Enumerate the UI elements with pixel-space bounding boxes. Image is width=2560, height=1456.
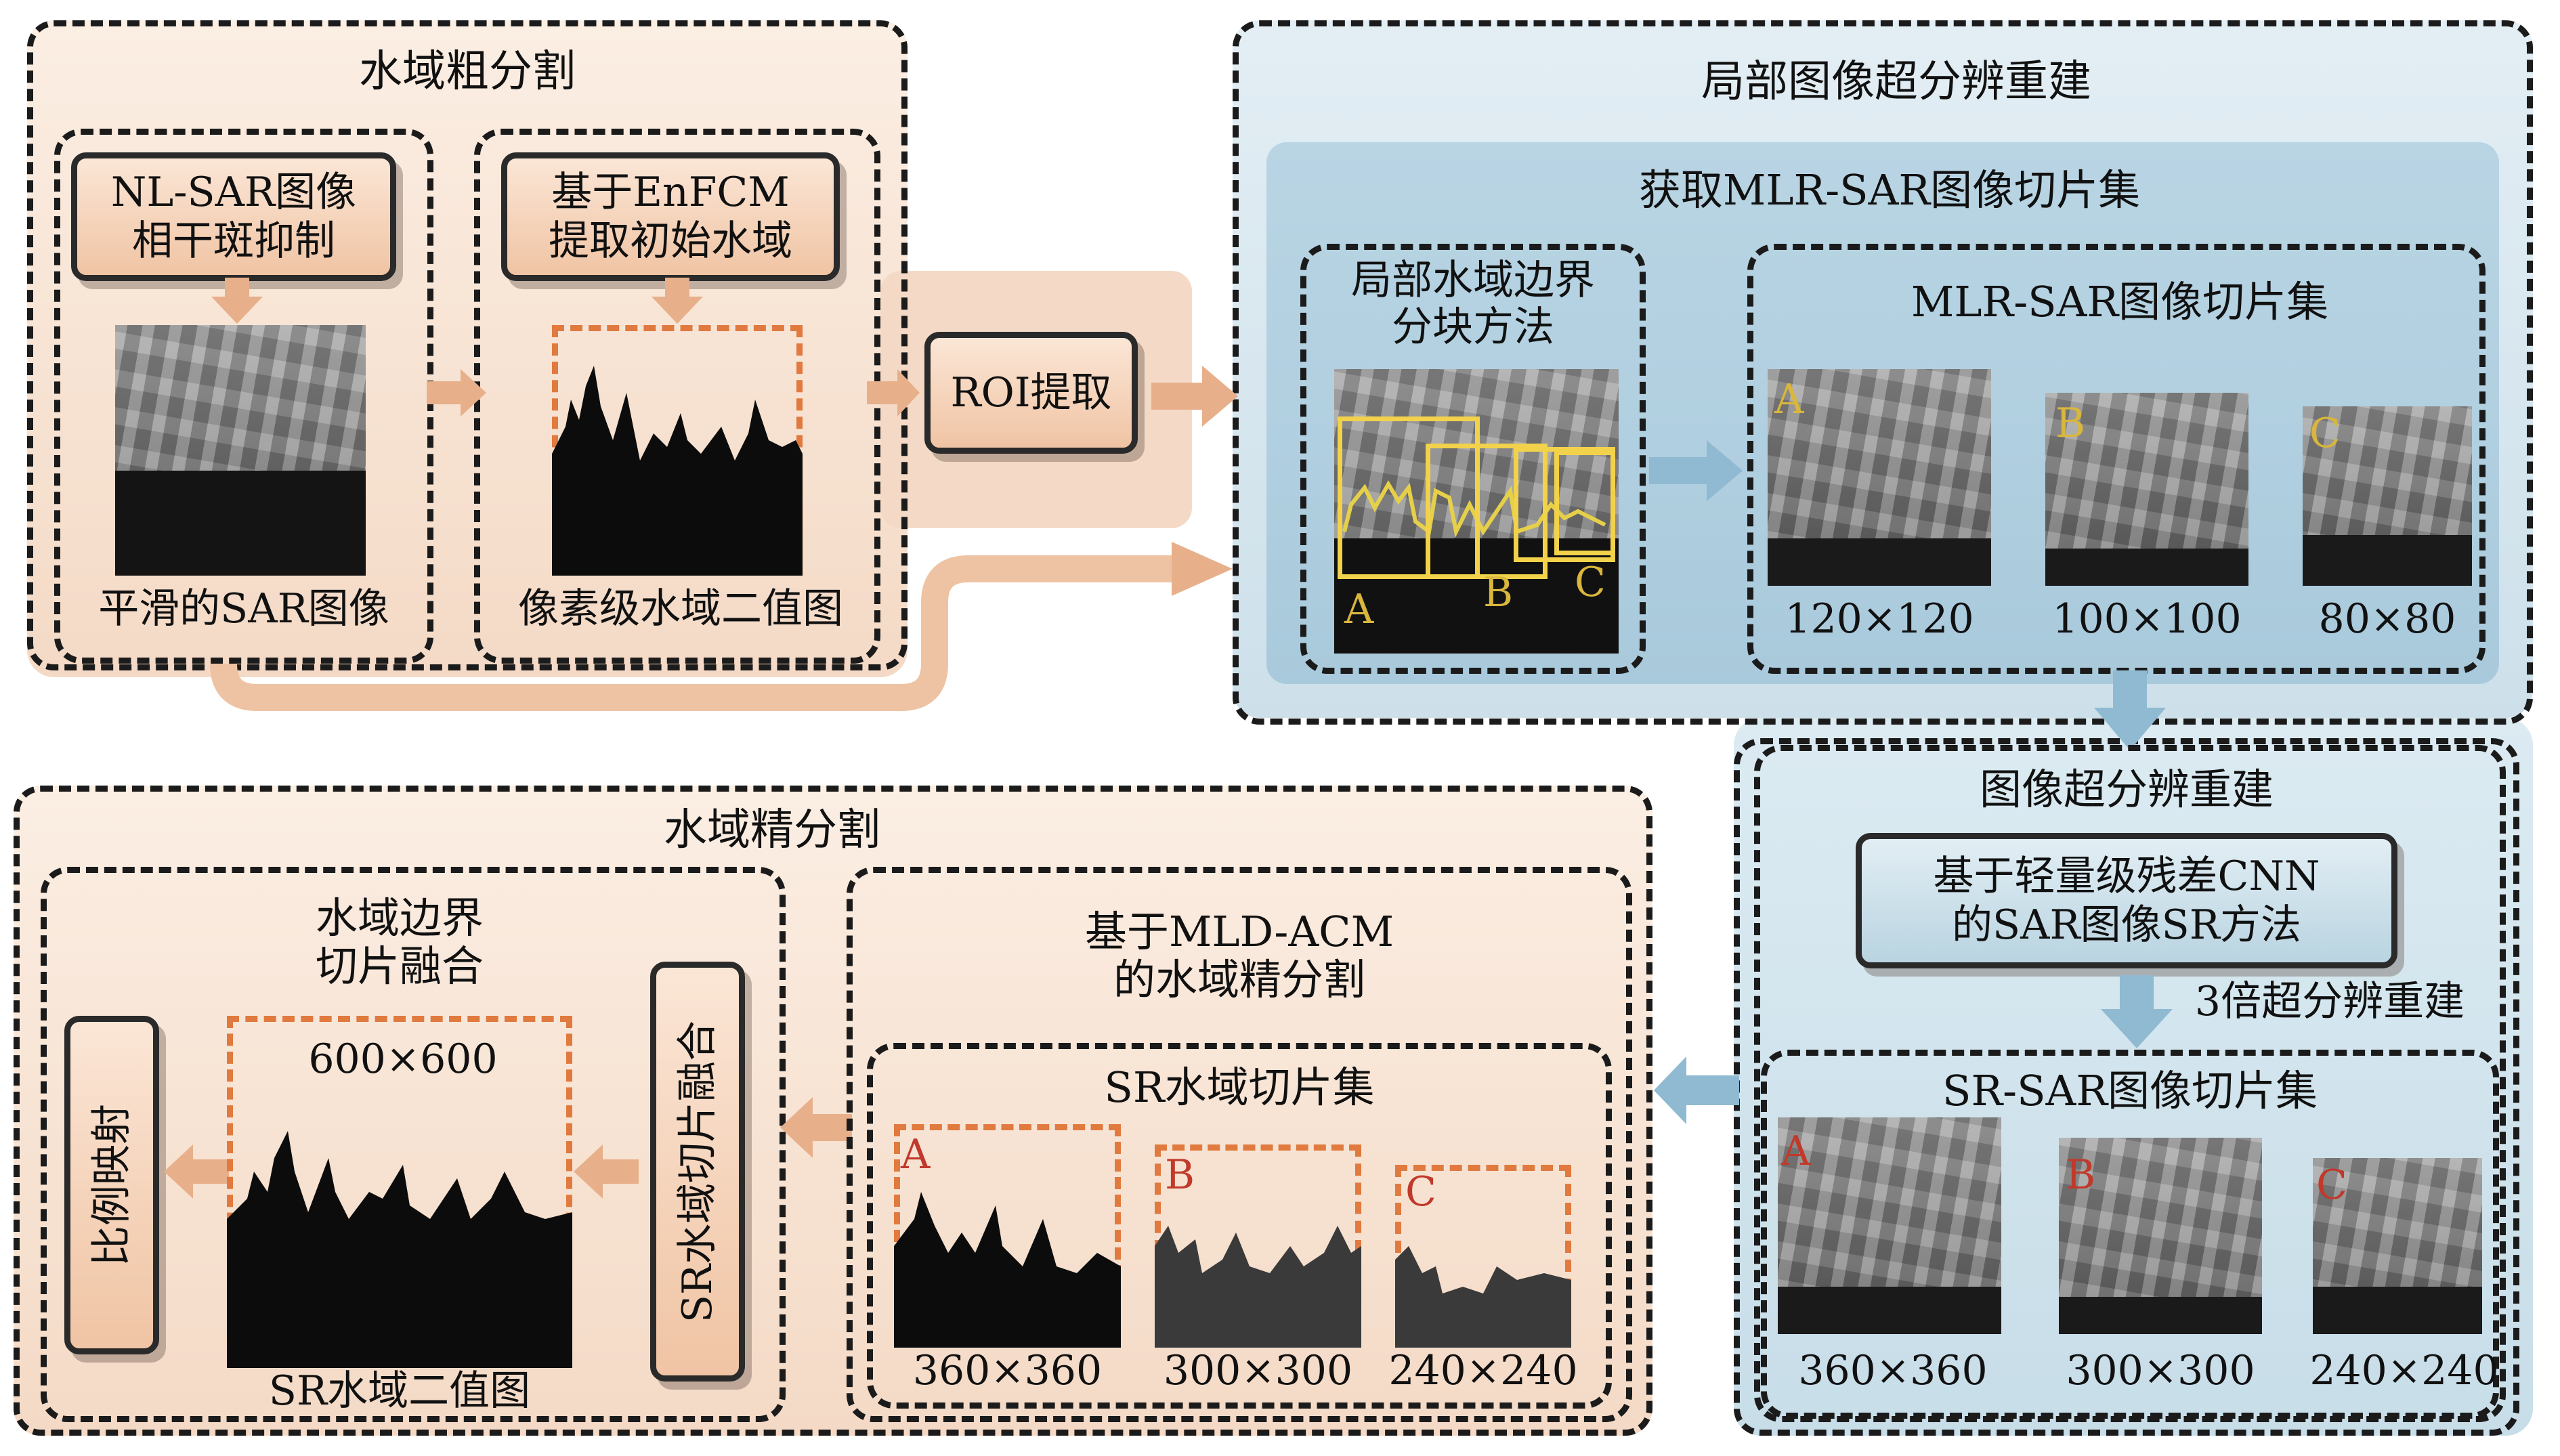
water-slice-a-image: [894, 1192, 1121, 1348]
nl-sar-box: NL-SAR图像 相干斑抑制: [71, 152, 396, 281]
local-sr-dashed-border: [1233, 20, 2533, 725]
mlr-slice-a-image: [1768, 369, 1991, 586]
mld-acm-title: 基于MLD-ACM 的水域精分割: [1084, 907, 1394, 1005]
block-method-panel: [1300, 244, 1646, 674]
water-slice-c-image: [1395, 1246, 1571, 1348]
ratio-map-label: 比例映射: [88, 1104, 135, 1266]
block-label-b: B: [1483, 569, 1514, 616]
mlr-slice-b-label: B: [2055, 400, 2086, 447]
sr-recon-title: 图像超分辨重建: [1979, 765, 2274, 814]
sr-water-slices-panel: [867, 1043, 1612, 1409]
water-slice-b-label: B: [1165, 1151, 1195, 1199]
sr-scale-note: 3倍超分辨重建: [2194, 978, 2465, 1025]
fusion-panel: [41, 867, 786, 1422]
water-slice-a-size: 360×360: [912, 1347, 1103, 1394]
smoothed-sar-image: [115, 325, 366, 576]
down-arrow-icon: [2101, 975, 2173, 1048]
down-arrow-icon: [2094, 670, 2166, 750]
roi-extract-box: ROI提取: [924, 332, 1138, 454]
sr-slice-b-image: [2059, 1138, 2262, 1334]
right-arrow-icon: [867, 369, 920, 416]
local-sr-title: 局部图像超分辨重建: [1701, 57, 2091, 107]
mlr-slice-c-label: C: [2309, 410, 2341, 457]
down-arrow-icon: [652, 278, 703, 324]
block-label-c: C: [1575, 559, 1606, 606]
sr-water-binary-map: [227, 1131, 572, 1368]
fusion-caption: SR水域二值图: [268, 1367, 531, 1415]
mlr-slice-b-image: [2045, 393, 2248, 586]
mlr-slice-c-image: [2303, 406, 2472, 586]
block-method-title: 局部水域边界 分块方法: [1351, 257, 1595, 351]
sr-slice-a-label: A: [1781, 1128, 1811, 1175]
coarse-dashed-border: [27, 20, 908, 670]
slice-fusion-label: SR水域切片融合: [674, 1020, 721, 1323]
right-arrow-icon: [1649, 440, 1743, 501]
sr-method-box: 基于轻量级残差CNN 的SAR图像SR方法: [1856, 833, 2397, 968]
left-arrow-icon: [780, 1097, 852, 1158]
right-arrow-icon: [1151, 366, 1238, 427]
block-label-a: A: [1344, 586, 1374, 633]
block-b-box: [1426, 444, 1548, 579]
sr-slice-a-size: 360×360: [1798, 1347, 1988, 1394]
sr-slice-a-image: [1778, 1117, 2001, 1334]
block-c2-box: [1554, 450, 1615, 555]
water-slice-b-size: 300×300: [1163, 1347, 1353, 1394]
mlr-slice-a-size: 120×120: [1785, 595, 1974, 643]
sr-slice-c-image: [2313, 1158, 2482, 1334]
left-arrow-icon: [574, 1144, 639, 1199]
block-a-box: [1338, 416, 1480, 579]
sr-recon-panel: [1754, 745, 2506, 1422]
left-arrow-icon: [164, 1144, 229, 1199]
down-arrow-icon: [211, 278, 263, 324]
right-arrow-icon: [427, 369, 486, 416]
roi-extract-label: ROI提取: [950, 369, 1112, 416]
fine-dashed-border: [14, 786, 1652, 1436]
sr-slice-b-label: B: [2066, 1151, 2096, 1199]
mlr-slice-c-size: 80×80: [2318, 595, 2456, 643]
slice-fusion-box: SR水域切片融合: [650, 962, 745, 1382]
fusion-size: 600×600: [308, 1035, 498, 1083]
nl-sar-label: NL-SAR图像 相干斑抑制: [110, 169, 357, 265]
smoothed-sar-caption: 平滑的SAR图像: [98, 585, 389, 633]
coarse-title: 水域粗分割: [359, 47, 576, 97]
sr-slice-b-size: 300×300: [2066, 1347, 2255, 1394]
mlr-title: 获取MLR-SAR图像切片集: [1638, 165, 2141, 215]
sr-method-label: 基于轻量级残差CNN 的SAR图像SR方法: [1933, 853, 2320, 949]
sr-slice-c-size: 240×240: [2309, 1347, 2499, 1394]
sr-water-slices-title: SR水域切片集: [1104, 1063, 1375, 1112]
mlr-slice-b-size: 100×100: [2052, 595, 2242, 643]
ratio-map-box: 比例映射: [64, 1016, 159, 1354]
enfcm-box: 基于EnFCM 提取初始水域: [501, 152, 840, 281]
water-slice-c-label: C: [1405, 1168, 1436, 1216]
mlr-slice-a-label: A: [1774, 376, 1804, 423]
fusion-title: 水域边界 切片融合: [315, 893, 484, 991]
water-slice-b-image: [1155, 1226, 1361, 1348]
sr-slices-panel: [1761, 1050, 2499, 1419]
water-slice-a-label: A: [901, 1131, 931, 1178]
enfcm-label: 基于EnFCM 提取初始水域: [549, 169, 792, 265]
sr-slice-c-label: C: [2316, 1161, 2347, 1209]
sr-slices-title: SR-SAR图像切片集: [1942, 1066, 2318, 1115]
mlr-slices-title: MLR-SAR图像切片集: [1911, 277, 2329, 326]
mld-acm-panel: [847, 867, 1632, 1422]
water-slice-c-size: 240×240: [1388, 1347, 1578, 1394]
left-arrow-icon: [1654, 1056, 1739, 1124]
binary-water-map: [552, 366, 803, 576]
binary-map-caption: 像素级水域二值图: [518, 585, 843, 633]
fine-title: 水域精分割: [664, 805, 880, 855]
smoothed-image-connector: [210, 542, 1233, 711]
